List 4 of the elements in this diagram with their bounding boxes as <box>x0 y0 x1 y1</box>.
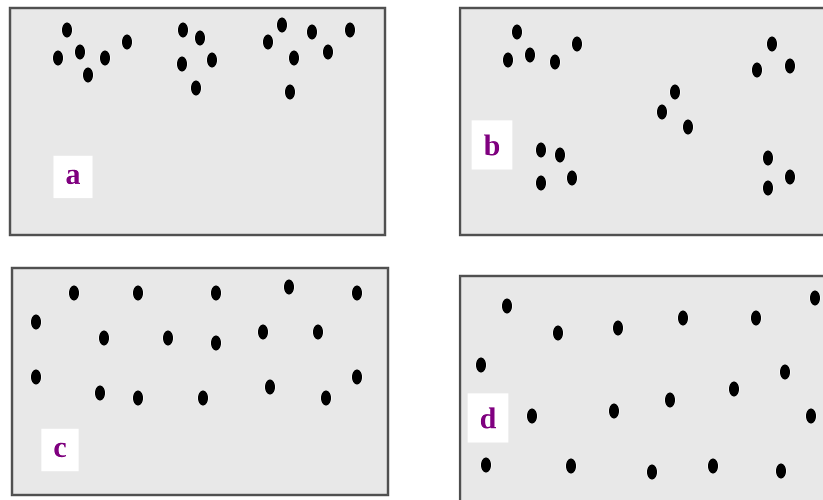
panel-letter: b <box>472 120 512 170</box>
panel-letter: c <box>41 428 79 472</box>
panel-letter: a <box>54 156 92 198</box>
panel-letter: d <box>468 393 508 443</box>
